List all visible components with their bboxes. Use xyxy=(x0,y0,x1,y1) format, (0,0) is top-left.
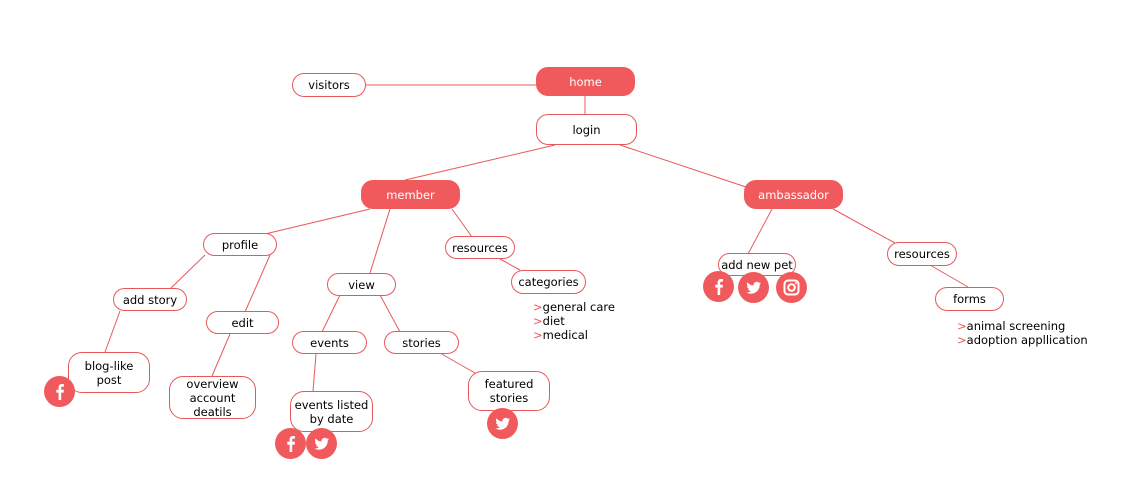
categories-list: >general care >diet >medical xyxy=(533,300,615,342)
node-featured-stories[interactable]: featured stories xyxy=(468,371,550,411)
link-view-stories xyxy=(379,294,401,333)
node-member[interactable]: member xyxy=(361,180,460,209)
link-events-listed xyxy=(312,353,317,392)
link-stories-featured xyxy=(439,352,476,374)
node-ambassador[interactable]: ambassador xyxy=(744,180,843,209)
node-add-story[interactable]: add story xyxy=(113,288,187,311)
link-member-resources xyxy=(451,208,473,238)
node-member-resources[interactable]: resources xyxy=(445,236,515,259)
node-blog-post[interactable]: blog-like post xyxy=(68,352,150,393)
link-login-member xyxy=(404,144,556,181)
list-item: >medical xyxy=(533,328,588,342)
node-categories[interactable]: categories xyxy=(511,270,586,294)
node-events[interactable]: events xyxy=(292,331,367,354)
node-overview[interactable]: overview account deatils xyxy=(169,376,256,419)
list-item: >general care xyxy=(533,300,615,314)
link-view-events xyxy=(321,294,341,333)
link-member-profile xyxy=(264,208,371,235)
node-view[interactable]: view xyxy=(327,273,396,296)
node-stories[interactable]: stories xyxy=(384,331,459,354)
forms-list: >animal screening >adoption appllication xyxy=(957,319,1088,347)
node-visitors[interactable]: visitors xyxy=(292,73,366,97)
node-ambassador-resources[interactable]: resources xyxy=(887,242,957,266)
list-item: >diet xyxy=(533,314,565,328)
link-profile-edit xyxy=(244,254,271,313)
twitter-icon[interactable] xyxy=(306,428,337,459)
link-addstory-blog xyxy=(104,310,121,353)
twitter-icon[interactable] xyxy=(738,272,769,303)
link-profile-addstory xyxy=(169,254,206,290)
list-item: >animal screening xyxy=(957,319,1066,333)
link-edit-overview xyxy=(211,333,231,377)
link-member-view xyxy=(369,208,391,274)
node-profile[interactable]: profile xyxy=(203,233,277,256)
node-forms[interactable]: forms xyxy=(935,287,1004,311)
node-events-listed[interactable]: events listed by date xyxy=(290,391,373,432)
instagram-icon[interactable] xyxy=(776,272,807,303)
list-item: >adoption appllication xyxy=(957,333,1088,347)
node-edit[interactable]: edit xyxy=(206,311,279,334)
link-ambassador-resources xyxy=(832,208,896,244)
node-login[interactable]: login xyxy=(536,114,637,145)
facebook-icon[interactable] xyxy=(275,428,306,459)
link-resources-categories xyxy=(499,258,521,271)
link-ambassador-addpet xyxy=(747,208,773,255)
twitter-icon[interactable] xyxy=(487,408,518,439)
node-home[interactable]: home xyxy=(536,67,635,96)
facebook-icon[interactable] xyxy=(44,376,75,407)
link-resources-forms xyxy=(929,264,969,288)
facebook-icon[interactable] xyxy=(703,271,734,302)
